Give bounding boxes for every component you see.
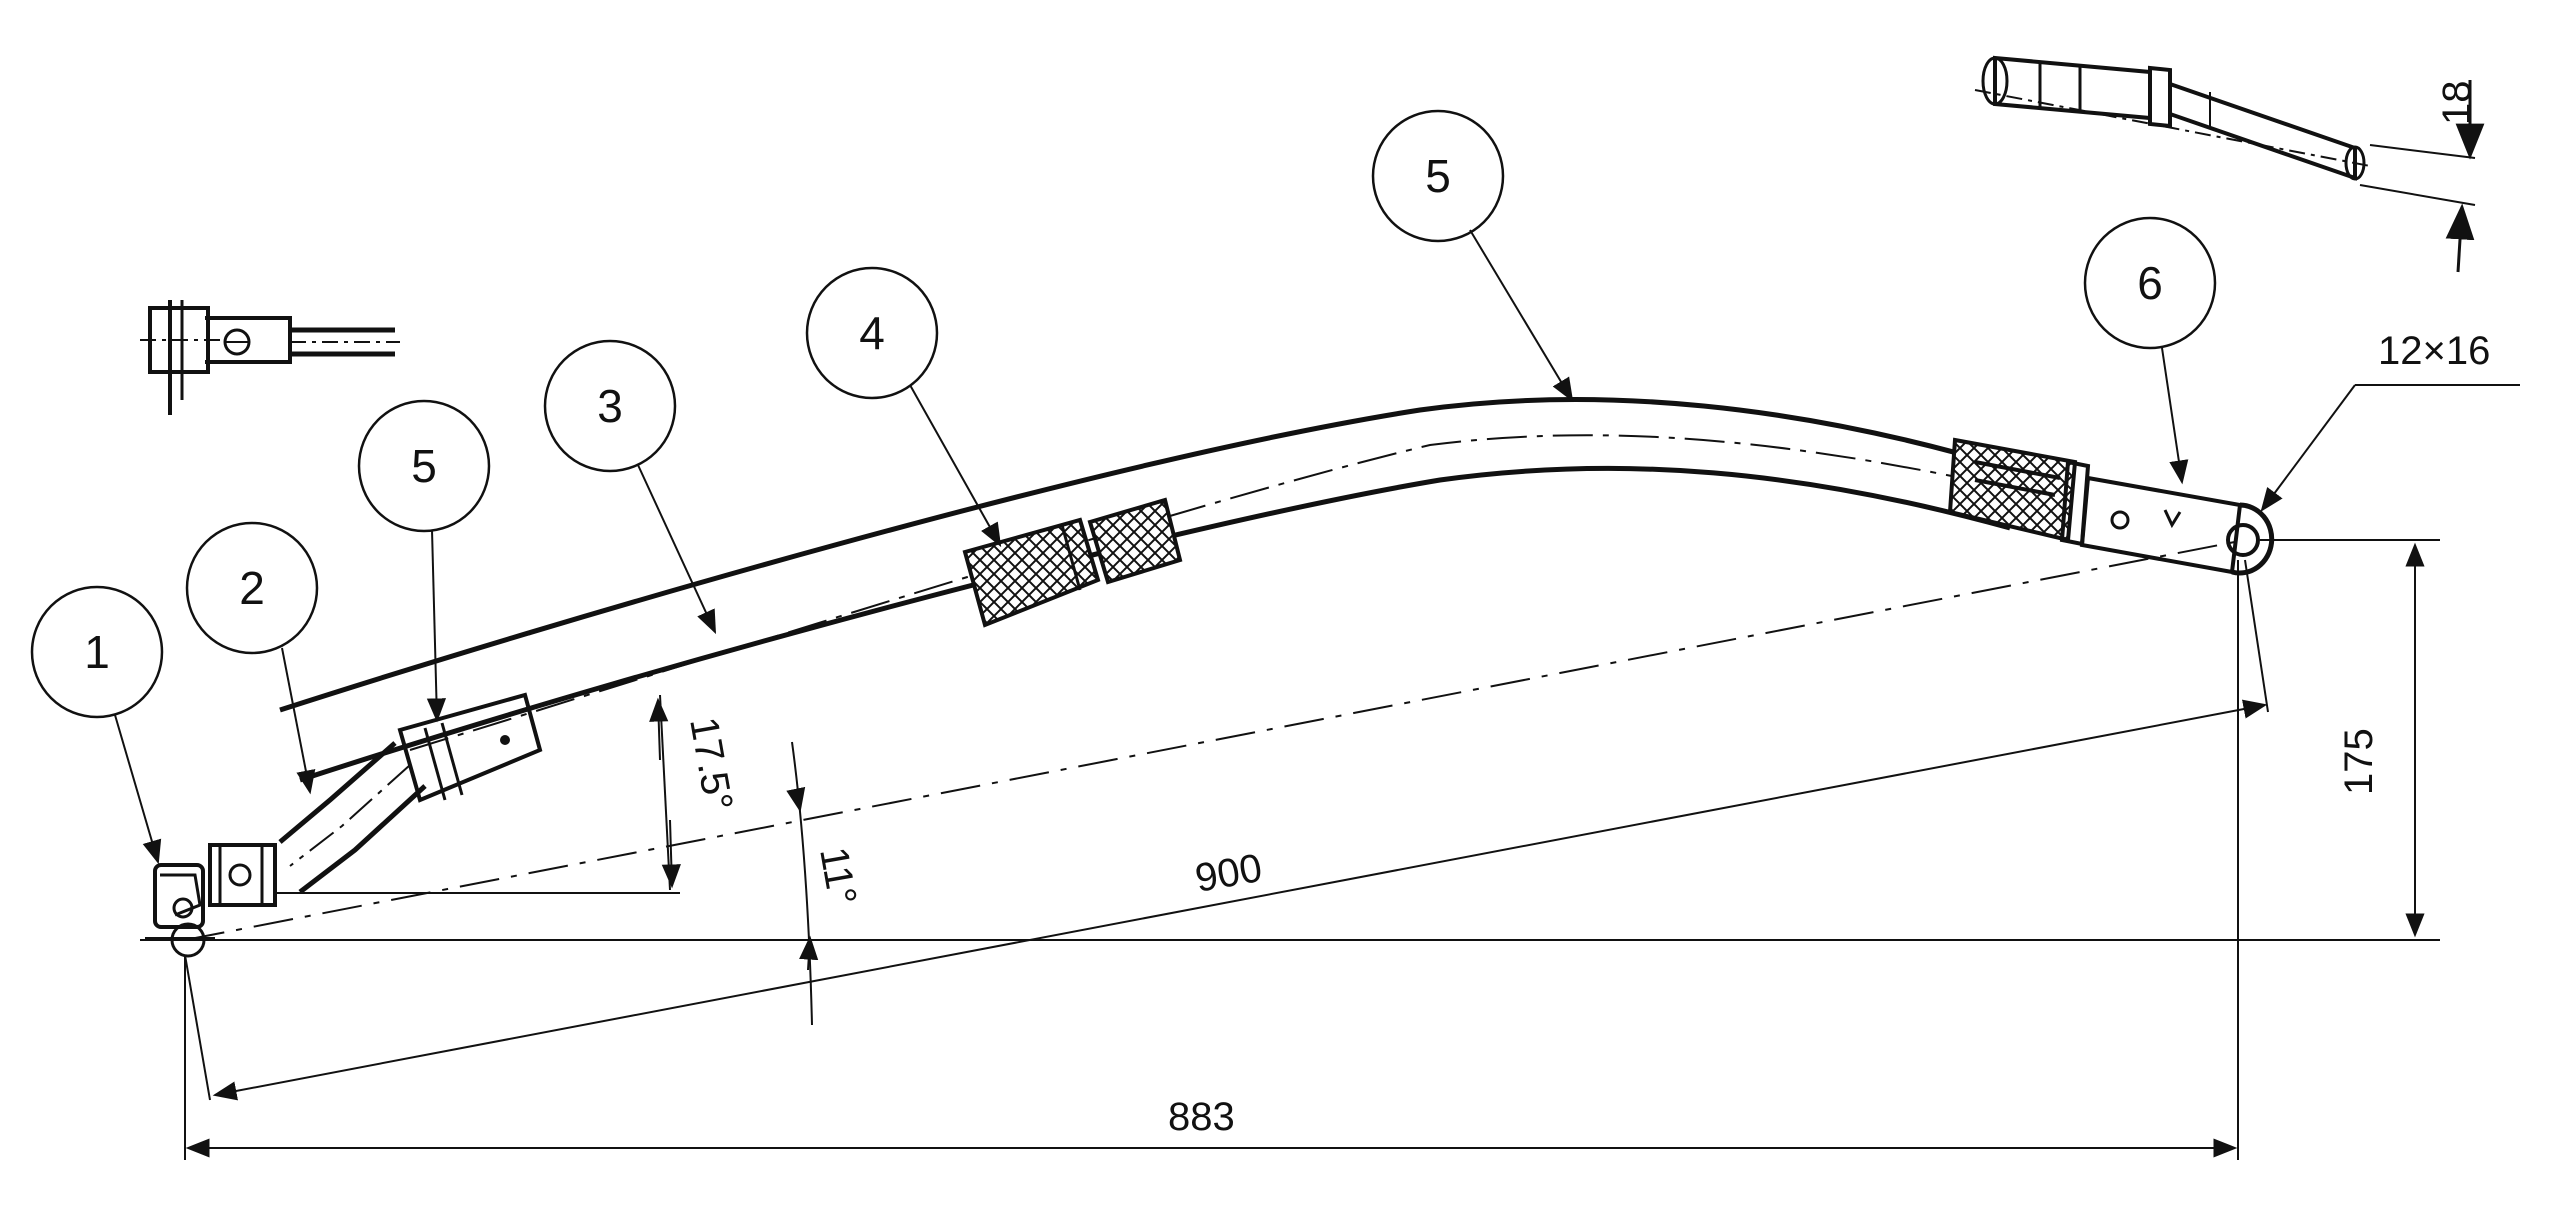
height-vertical-label: 175 <box>2337 728 2381 795</box>
rod-diameter-dimension: 18 <box>2359 80 2485 273</box>
callout-4-label: 4 <box>859 307 885 359</box>
main-rod <box>279 397 2041 783</box>
angle-upper-label: 17.5° <box>681 714 741 814</box>
length-horizontal-dimension: 883 <box>185 1095 2238 1158</box>
knurled-grip <box>962 497 1183 628</box>
callout-5-top-label: 5 <box>1425 150 1451 202</box>
callout-5-left: 5 <box>357 399 491 723</box>
callout-6: 6 <box>2083 216 2217 485</box>
detail-rod-end-view <box>1974 55 2371 181</box>
rod-diameter-label: 18 <box>2435 81 2479 126</box>
length-horizontal-label: 883 <box>1168 1095 1235 1139</box>
angle-lower-label: 11° <box>811 844 864 908</box>
angle-upper-dimension: 17.5° <box>649 694 741 891</box>
callout-6-label: 6 <box>2137 257 2163 309</box>
length-diagonal-dimension: 900 <box>212 699 2268 1101</box>
eye-size-label: 12×16 <box>2378 329 2490 373</box>
callout-4: 4 <box>805 266 1002 548</box>
detail-clevis-view <box>140 300 400 415</box>
callout-3: 3 <box>543 339 717 635</box>
callout-1: 1 <box>30 585 164 865</box>
eye-size-dimension: 12×16 <box>2260 329 2520 512</box>
length-diagonal-label: 900 <box>1192 846 1265 901</box>
callout-3-label: 3 <box>597 380 623 432</box>
height-vertical-dimension: 175 <box>2337 542 2425 938</box>
callout-5-top: 5 <box>1371 109 1574 403</box>
callout-2: 2 <box>185 521 319 795</box>
callout-2-label: 2 <box>239 562 265 614</box>
end-piece-eye <box>1947 437 2275 576</box>
callout-5-left-label: 5 <box>411 440 437 492</box>
callout-1-label: 1 <box>84 626 110 678</box>
construction-lines <box>140 539 2440 1160</box>
